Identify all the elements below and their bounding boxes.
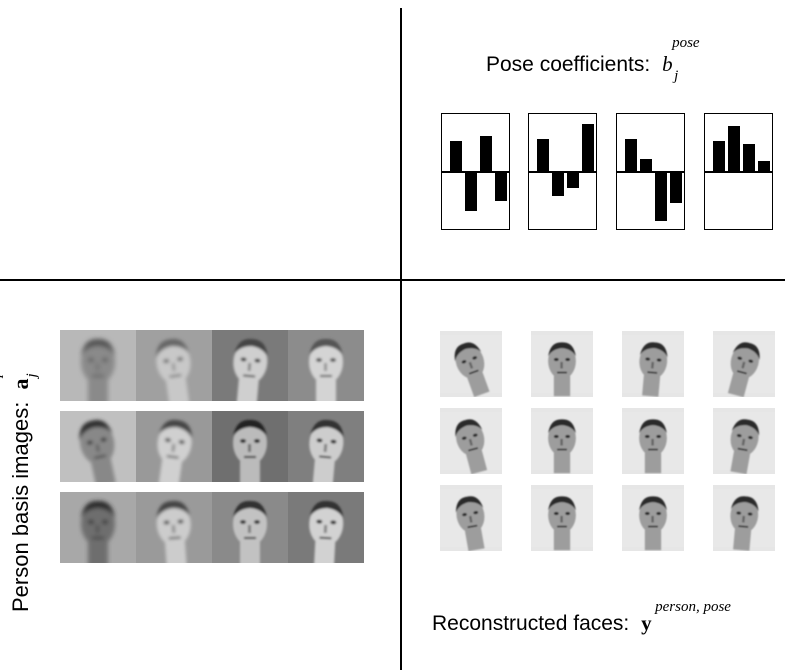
coefficient-bar xyxy=(567,173,579,188)
person-basis-image xyxy=(136,330,212,401)
coefficient-axis xyxy=(705,171,772,173)
basis-row-1 xyxy=(60,330,365,401)
reconstructed-face-image xyxy=(440,408,502,474)
person-superscript: person xyxy=(0,336,4,378)
reconstructed-face-image xyxy=(713,485,775,551)
coefficient-bar xyxy=(713,141,725,171)
recon-row-2 xyxy=(440,408,785,474)
person-basis-image xyxy=(136,411,212,482)
coefficient-bar xyxy=(480,136,492,171)
coefficient-bar xyxy=(758,161,770,171)
reconstructed-face-image xyxy=(531,331,593,397)
person-basis-image-grid xyxy=(60,330,365,573)
reconstructed-face-image xyxy=(440,485,502,551)
coefficient-bar xyxy=(537,138,549,171)
coefficient-axis xyxy=(617,171,684,173)
reconstructed-face-image xyxy=(713,331,775,397)
reconstructed-face-image xyxy=(531,485,593,551)
pose-symbol: b pose j xyxy=(662,35,700,84)
person-basis-image xyxy=(288,330,364,401)
person-basis-label: Person basis images: a person j xyxy=(0,337,40,612)
horizontal-divider xyxy=(0,279,785,281)
person-basis-image xyxy=(136,492,212,563)
reconstructed-face-grid xyxy=(440,331,785,562)
coefficient-bar xyxy=(625,138,637,171)
recon-row-3 xyxy=(440,485,785,551)
vertical-divider xyxy=(400,8,402,670)
coefficient-bar xyxy=(552,173,564,196)
recon-row-1 xyxy=(440,331,785,397)
pose-coefficients-title: Pose coefficients: b pose j xyxy=(486,35,700,84)
person-basis-image xyxy=(60,330,136,401)
person-basis-image xyxy=(212,492,288,563)
coefficient-chart-2 xyxy=(528,113,597,230)
reconstructed-face-image xyxy=(440,331,502,397)
pose-symbol-letter: b xyxy=(662,52,673,76)
person-symbol: a person j xyxy=(0,337,40,390)
reconstructed-face-image xyxy=(531,408,593,474)
coefficient-bar xyxy=(728,126,740,171)
coefficient-bar xyxy=(495,173,507,201)
basis-row-2 xyxy=(60,411,365,482)
coefficient-chart-1 xyxy=(441,113,510,230)
pose-subscript: j xyxy=(674,68,679,84)
person-basis-image xyxy=(288,492,364,563)
person-basis-image xyxy=(60,411,136,482)
person-basis-image xyxy=(288,411,364,482)
coefficient-chart-3 xyxy=(616,113,685,230)
recon-superscript: person, pose xyxy=(655,599,731,615)
person-label-text: Person basis images: xyxy=(8,401,33,612)
coefficient-axis xyxy=(442,171,509,173)
reconstructed-face-image xyxy=(622,331,684,397)
coefficient-axis xyxy=(529,171,596,173)
pose-superscript: pose xyxy=(672,35,700,51)
coefficient-bar xyxy=(640,158,652,171)
recon-title-text: Reconstructed faces: xyxy=(432,612,630,635)
pose-title-text: Pose coefficients: xyxy=(486,53,651,76)
person-symbol-letter: a xyxy=(8,378,33,390)
basis-row-3 xyxy=(60,492,365,563)
person-basis-image xyxy=(60,492,136,563)
reconstructed-face-image xyxy=(622,408,684,474)
person-basis-image xyxy=(212,411,288,482)
reconstructed-face-image xyxy=(622,485,684,551)
coefficient-bar xyxy=(465,173,477,211)
reconstructed-face-image xyxy=(713,408,775,474)
coefficient-bar xyxy=(670,173,682,203)
coefficient-bar xyxy=(743,143,755,171)
person-basis-image xyxy=(212,330,288,401)
reconstructed-faces-title: Reconstructed faces: y person, pose xyxy=(432,599,731,636)
recon-symbol-letter: y xyxy=(641,611,652,635)
coefficient-chart-4 xyxy=(704,113,773,230)
coefficient-bar xyxy=(450,141,462,171)
recon-symbol: y person, pose xyxy=(641,599,731,635)
coefficient-bar xyxy=(655,173,667,221)
person-subscript: j xyxy=(24,373,40,378)
coefficient-bar xyxy=(582,123,594,171)
